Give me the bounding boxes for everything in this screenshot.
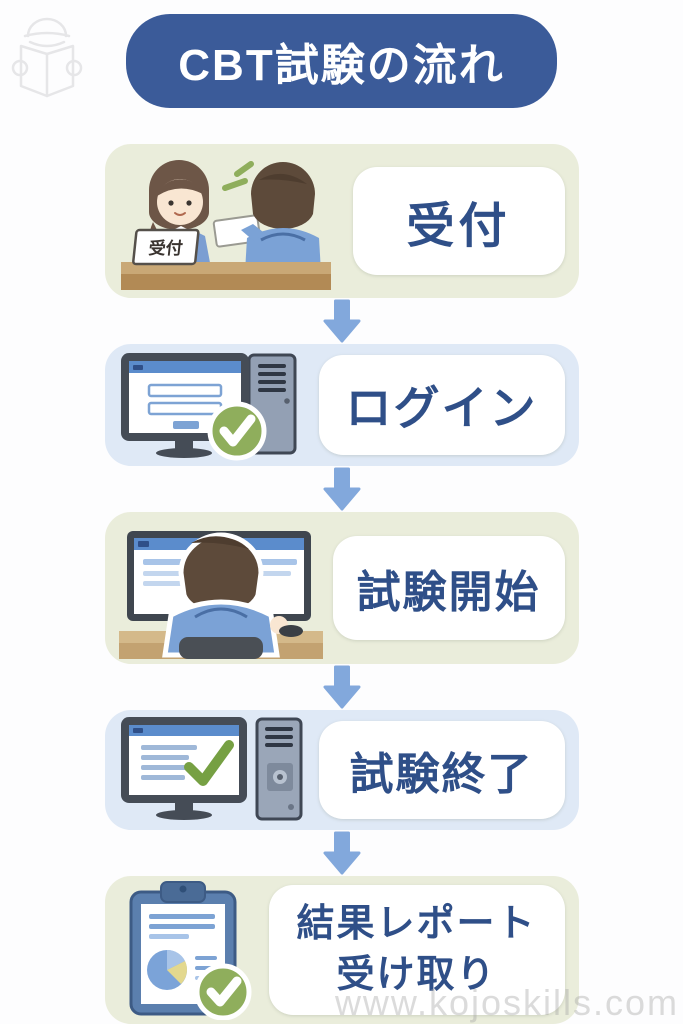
step-label-exam-start: 試験開始	[332, 536, 565, 640]
step-card-result-report: 結果レポート 受け取り	[104, 876, 579, 1024]
page-title: CBT試験の流れ	[126, 14, 557, 108]
person-reading-book-logo	[11, 17, 83, 98]
step-label-exam-end: 試験終了	[318, 721, 565, 819]
step-card-login: ログイン	[104, 344, 579, 466]
step-card-exam-start: 試験開始	[104, 512, 579, 664]
down-arrow-icon	[323, 299, 360, 343]
person-taking-exam-illustration	[118, 517, 323, 659]
login-computer-illustration	[119, 349, 309, 461]
down-arrow-icon	[323, 467, 360, 511]
reception-illustration: 受付	[119, 150, 343, 292]
step-label-reception: 受付	[352, 167, 565, 275]
watermark: www.kojoskills.com	[334, 982, 679, 1023]
down-arrow-icon	[323, 665, 360, 709]
step-card-reception: 受付 受付	[104, 144, 579, 298]
step-label-login: ログイン	[318, 355, 565, 455]
checkmark-icon	[194, 963, 251, 1020]
flowchart: 受付 受付	[0, 144, 683, 1024]
header: CBT試験の流れ	[0, 0, 683, 108]
reception-sign-text: 受付	[147, 238, 183, 258]
result-report-clipboard-illustration	[119, 880, 259, 1020]
checkmark-icon	[207, 401, 266, 461]
down-arrow-icon	[323, 831, 360, 875]
exam-finished-computer-illustration	[119, 715, 309, 825]
step-card-exam-end: 試験終了	[104, 710, 579, 830]
step-label-result-report: 結果レポート 受け取り	[268, 885, 565, 1015]
